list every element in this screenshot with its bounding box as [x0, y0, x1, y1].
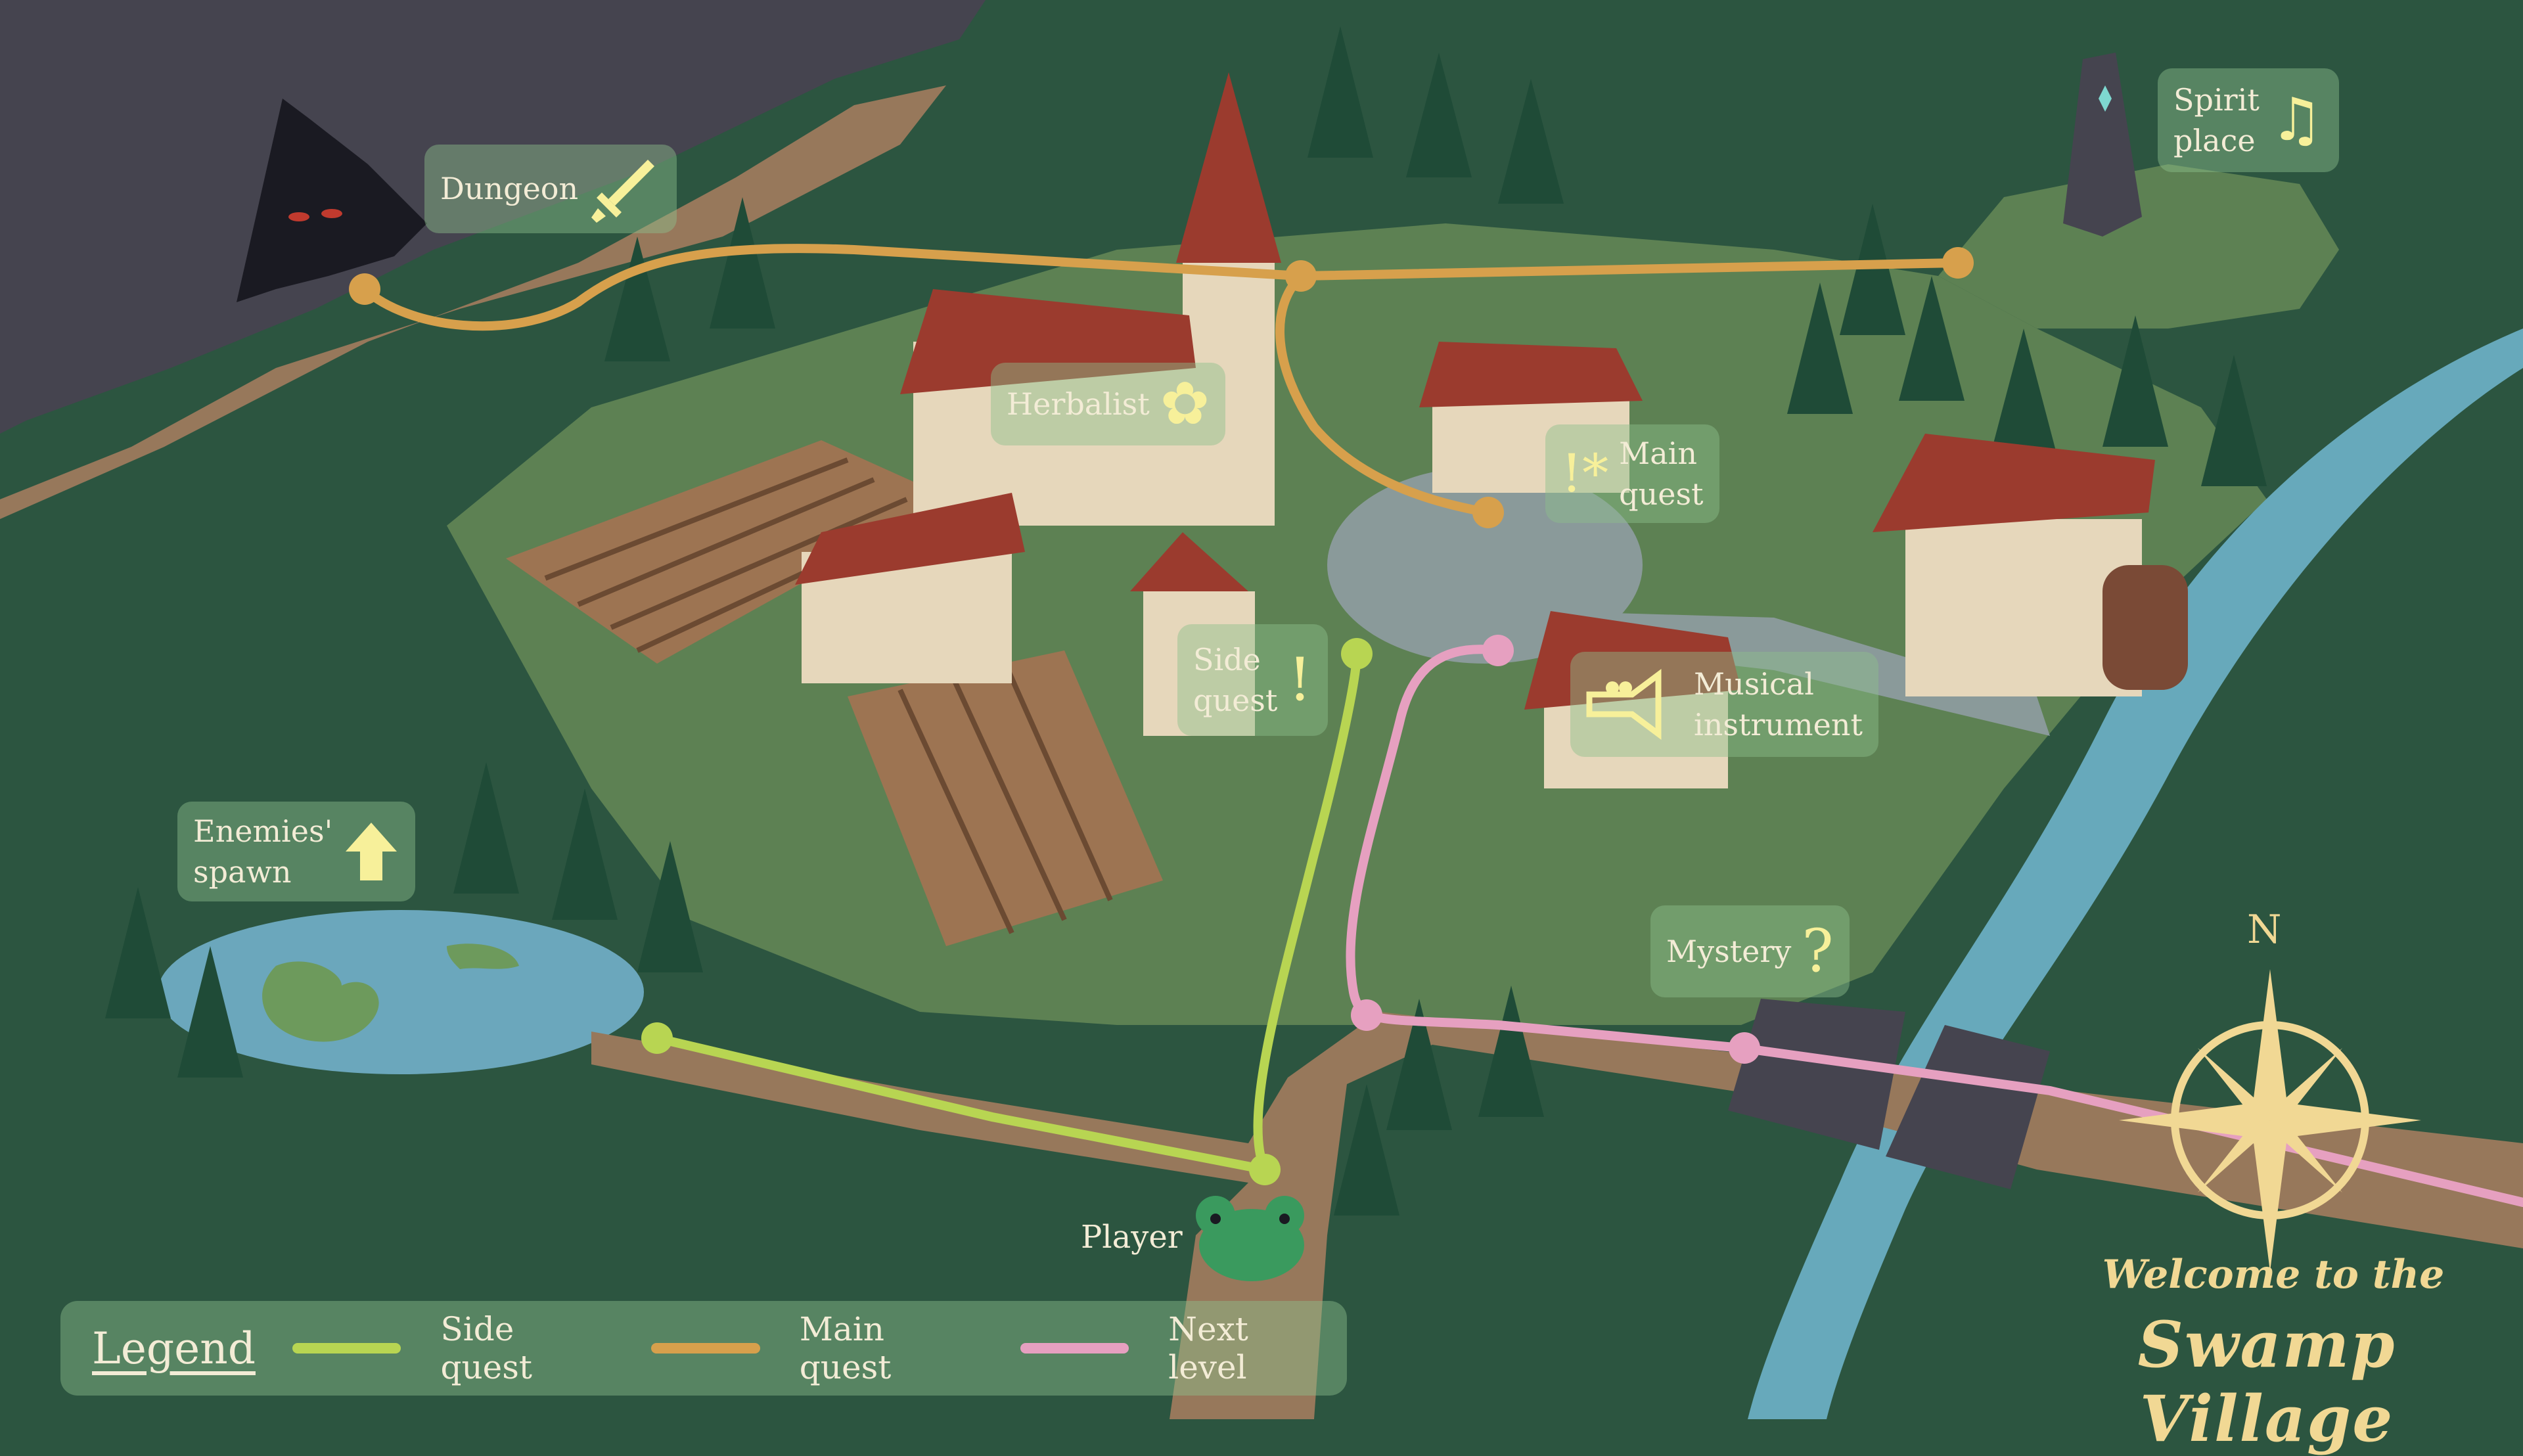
lily-pad [262, 961, 379, 1042]
title-line-1: Welcome to the [2102, 1252, 2445, 1298]
tower-roof [1176, 72, 1281, 263]
label-text: Dungeon [440, 171, 579, 207]
bridge-plank [1886, 1025, 2050, 1189]
label-text: Musical instrument [1694, 666, 1863, 742]
label-text: Herbalist [1007, 386, 1150, 422]
route-dots [349, 247, 1974, 1185]
bridge-plank [1728, 999, 1905, 1150]
legend-title: Legend [92, 1323, 256, 1374]
route-main-quest [1296, 258, 1963, 281]
music-note-icon: ♫ [2269, 85, 2323, 154]
spirit-crystal [2099, 85, 2112, 112]
route-next-level [1346, 645, 2523, 1207]
label-musical-instrument[interactable]: Musical instrument [1570, 652, 1878, 757]
exclamation-star-icon: !* [1561, 443, 1609, 504]
pine-trees [105, 26, 2267, 1216]
label-text: Side quest [1193, 641, 1278, 718]
label-text: Main quest [1619, 435, 1704, 512]
label-enemies-spawn[interactable]: Enemies' spawn [177, 802, 416, 901]
question-icon: ? [1802, 917, 1834, 986]
route-main-quest [360, 244, 1493, 517]
river [1748, 329, 2523, 1419]
field-furrows [544, 457, 1113, 934]
spirit-obelisk [2063, 53, 2142, 237]
legend: Legend Side quest Main quest Next level [60, 1301, 1347, 1396]
water-wheel [2102, 565, 2188, 690]
sword-icon [589, 153, 661, 225]
player-label: Player [1081, 1219, 1183, 1256]
trumpet-icon [1586, 668, 1678, 740]
player-frog-icon [1196, 1196, 1304, 1281]
legend-swatch-next-level [1020, 1343, 1129, 1354]
label-text: Enemies' spawn [193, 813, 333, 890]
cave-rock [0, 0, 986, 434]
title-line-2: Swamp Village [2137, 1308, 2396, 1456]
pond [158, 910, 644, 1074]
tower [1183, 250, 1275, 526]
spirit-plateau [1938, 164, 2339, 329]
field-south [848, 650, 1163, 946]
route-side-quest [652, 649, 1361, 1176]
label-herbalist[interactable]: Herbalist ✿ [991, 363, 1226, 445]
building-west [795, 493, 1025, 683]
compass-north-label: N [2247, 907, 2282, 953]
village-map [0, 0, 2523, 1419]
building-herbalist [900, 289, 1196, 526]
building-main-quest [1419, 342, 1643, 493]
label-spirit-place[interactable]: Spirit place ♫ [2158, 68, 2339, 172]
legend-label-main-quest: Main quest [799, 1310, 892, 1386]
compass-rose-icon [2119, 969, 2421, 1271]
building-side-quest [1130, 532, 1255, 736]
label-text: Spirit place [2173, 81, 2260, 158]
exclamation-icon: ! [1288, 645, 1312, 714]
legend-label-next-level: Next level [1168, 1310, 1248, 1386]
label-side-quest[interactable]: Side quest ! [1177, 624, 1328, 736]
building-music [1524, 611, 1741, 788]
legend-swatch-side-quest [292, 1343, 401, 1354]
label-mystery[interactable]: Mystery ? [1650, 905, 1850, 997]
legend-label-side-quest: Side quest [440, 1310, 533, 1386]
label-main-quest[interactable]: !* Main quest [1545, 424, 1719, 523]
flower-icon: ✿ [1160, 369, 1210, 438]
arrow-up-icon [343, 820, 399, 883]
label-text: Mystery [1666, 933, 1792, 969]
dirt-path-main [591, 1012, 2523, 1419]
dirt-path-north [0, 85, 946, 519]
legend-swatch-main-quest [651, 1343, 760, 1354]
label-dungeon[interactable]: Dungeon [424, 145, 677, 233]
lily-pad [447, 944, 519, 969]
cave-monster [237, 99, 427, 302]
